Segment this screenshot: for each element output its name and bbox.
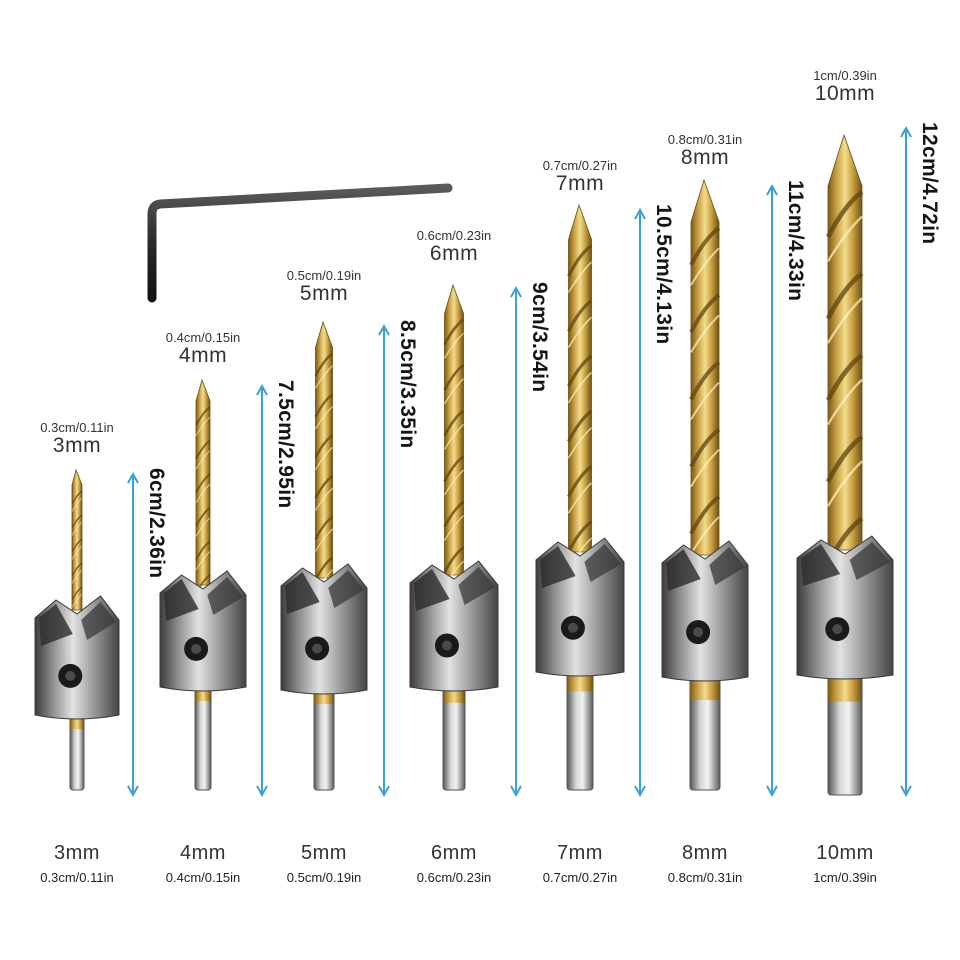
top-diameter-mm-label: 7mm [555, 172, 605, 195]
bottom-diameter-inch-label: 0.3cm/0.11in [40, 870, 114, 885]
bottom-diameter-inch-label: 1cm/0.39in [813, 870, 877, 885]
countersink-collar [661, 540, 749, 682]
bottom-diameter-inch-label: 0.5cm/0.19in [286, 870, 362, 885]
top-diameter-inch-label: 0.8cm/0.31in [667, 132, 743, 147]
length-arrow [127, 471, 139, 798]
top-diameter-inch-label: 0.3cm/0.11in [40, 420, 114, 435]
flute-twists [195, 406, 211, 604]
length-label: 10.5cm/4.13in [652, 204, 675, 345]
bottom-diameter-mm-label: 8mm [682, 842, 728, 864]
length-label: 7.5cm/2.95in [274, 380, 297, 509]
bottom-diameter-inch-label: 0.4cm/0.15in [165, 870, 241, 885]
drill-bit-8mm [661, 178, 749, 791]
bottom-diameter-inch-label: 0.8cm/0.31in [667, 870, 743, 885]
length-arrow [634, 207, 646, 798]
length-label: 6cm/2.36in [145, 468, 168, 579]
length-arrow [900, 125, 912, 798]
bottom-diameter-mm-label: 3mm [54, 842, 100, 864]
length-arrow [378, 323, 390, 798]
top-diameter-inch-label: 0.4cm/0.15in [165, 330, 241, 345]
top-diameter-inch-label: 1cm/0.39in [813, 68, 877, 83]
drill-bit-7mm [535, 203, 625, 791]
flute-twists [443, 318, 465, 587]
length-label: 9cm/3.54in [528, 282, 551, 393]
hex-key-wrench [147, 183, 453, 303]
countersink-collar [34, 595, 120, 720]
bottom-diameter-inch-label: 0.7cm/0.27in [542, 870, 618, 885]
top-diameter-mm-label: 10mm [814, 82, 876, 105]
length-label: 12cm/4.72in [918, 122, 941, 245]
countersink-collar [535, 537, 625, 677]
drill-bit-3mm [34, 468, 120, 791]
countersink-collar [409, 560, 499, 692]
top-diameter-mm-label: 6mm [429, 242, 479, 265]
countersink-collar [796, 535, 894, 680]
flute-twists [71, 490, 83, 608]
top-diameter-mm-label: 3mm [52, 434, 102, 457]
top-diameter-mm-label: 8mm [680, 146, 730, 169]
bottom-diameter-mm-label: 7mm [557, 842, 603, 864]
twist-drill [444, 283, 464, 576]
top-diameter-inch-label: 0.5cm/0.19in [286, 268, 362, 283]
countersink-collar [280, 563, 368, 695]
top-diameter-inch-label: 0.6cm/0.23in [416, 228, 492, 243]
flute-twists [689, 226, 721, 555]
bottom-diameter-mm-label: 5mm [301, 842, 347, 864]
bottom-diameter-mm-label: 4mm [180, 842, 226, 864]
bottom-diameter-mm-label: 6mm [431, 842, 477, 864]
length-label: 8.5cm/3.35in [396, 320, 419, 449]
length-arrow [510, 285, 522, 798]
drill-bits [34, 133, 894, 796]
countersink-collar [159, 570, 247, 692]
drill-bit-10mm [796, 133, 894, 796]
length-label: 11cm/4.33in [784, 180, 807, 302]
length-arrows [127, 125, 912, 798]
drill-bit-5mm [280, 320, 368, 791]
length-arrow [766, 183, 778, 798]
twist-drill [71, 468, 83, 611]
top-diameter-mm-label: 4mm [178, 344, 228, 367]
drill-bit-6mm [409, 283, 499, 791]
bottom-diameter-inch-label: 0.6cm/0.23in [416, 870, 492, 885]
twist-drill [315, 320, 333, 579]
drill-bit-4mm [159, 378, 247, 791]
flute-twists [567, 244, 593, 569]
top-diameter-mm-label: 5mm [299, 282, 349, 305]
top-diameter-inch-label: 0.7cm/0.27in [542, 158, 618, 173]
bottom-diameter-mm-label: 10mm [816, 842, 874, 864]
length-arrow [256, 383, 268, 798]
